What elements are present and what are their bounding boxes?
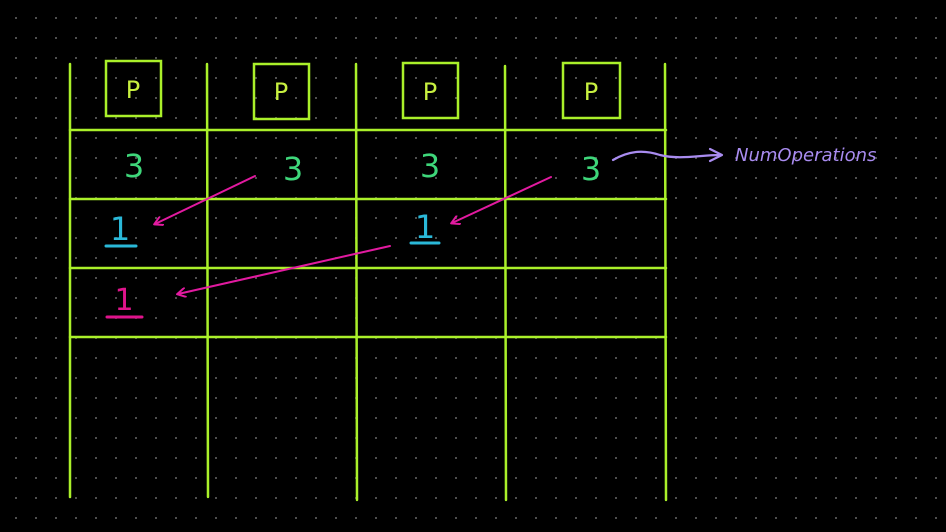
cell-value: 3: [420, 147, 440, 185]
column-divider-3: [503, 64, 508, 502]
cell-value: 1: [415, 208, 435, 246]
arrow-right-head-icon: [708, 147, 724, 163]
arrow-right-icon: [611, 150, 722, 162]
header-box-3: [561, 61, 622, 120]
header-row: P P P P: [104, 59, 622, 121]
header-label-3: P: [584, 78, 598, 106]
row-num-operations: 3 3 3 3: [124, 147, 601, 188]
merge-arrow-2: [452, 176, 552, 223]
merge-arrow-3: [178, 245, 391, 294]
cell-value: 1: [110, 210, 130, 248]
cell-value: 3: [283, 150, 303, 188]
header-box-1: [252, 62, 311, 121]
num-operations-annotation: NumOperations: [611, 145, 876, 166]
cell-value: 3: [124, 147, 144, 185]
merge-arrow-1: [155, 175, 256, 224]
header-label-2: P: [423, 78, 437, 106]
row-level-3: 1: [105, 283, 144, 319]
merge-arrows: [155, 175, 552, 294]
table-grid: [68, 62, 668, 502]
header-label-1: P: [274, 78, 288, 106]
cell-value: 3: [581, 150, 601, 188]
column-divider-2: [354, 62, 359, 502]
annotation-label: NumOperations: [735, 145, 876, 166]
cell-value: 1: [114, 283, 133, 318]
column-divider-1: [205, 62, 210, 499]
header-box-0: [104, 59, 163, 118]
row-level-2: 1 1: [104, 208, 441, 248]
column-divider-4: [663, 62, 668, 502]
header-label-0: P: [126, 76, 140, 104]
header-box-2: [401, 61, 460, 120]
